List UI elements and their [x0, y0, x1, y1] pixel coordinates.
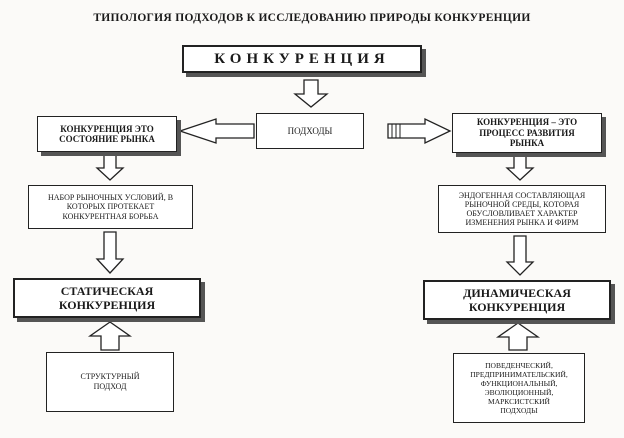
- structural-approach-box: СТРУКТУРНЫЙ ПОДХОД: [46, 352, 174, 412]
- arrow-approaches-to-right: [387, 117, 452, 145]
- endogenous-component-box: ЭНДОГЕННАЯ СОСТАВЛЯЮЩАЯ РЫНОЧНОЙ СРЕДЫ, …: [438, 185, 606, 233]
- behavioral-approaches-text: ПОВЕДЕНЧЕСКИЙ, ПРЕДПРИНИМАТЕЛЬСКИЙ, ФУНК…: [470, 361, 568, 415]
- arrow-right-head-to-desc: [505, 155, 535, 181]
- arrow-left-desc-to-static: [95, 231, 125, 274]
- market-conditions-text: НАБОР РЫНОЧНЫХ УСЛОВИЙ, В КОТОРЫХ ПРОТЕК…: [47, 193, 174, 221]
- dynamic-competition-box: ДИНАМИЧЕСКАЯ КОНКУРЕНЦИЯ: [423, 280, 611, 320]
- arrow-approaches-to-left: [177, 118, 255, 144]
- competition-box: КОНКУРЕНЦИЯ: [182, 45, 422, 73]
- competition-label: КОНКУРЕНЦИЯ: [214, 50, 390, 67]
- market-state-box: КОНКУРЕНЦИЯ ЭТО СОСТОЯНИЕ РЫНКА: [37, 116, 177, 152]
- arrow-list-to-dynamic: [495, 322, 541, 351]
- arrow-right-desc-to-dynamic: [505, 235, 535, 276]
- dynamic-competition-label: ДИНАМИЧЕСКАЯ КОНКУРЕНЦИЯ: [463, 285, 571, 314]
- market-process-label: КОНКУРЕНЦИЯ – ЭТО ПРОЦЕСС РАЗВИТИЯ РЫНКА: [476, 116, 578, 149]
- arrow-main-to-approaches: [293, 79, 329, 108]
- structural-approach-text: СТРУКТУРНЫЙ ПОДХОД: [80, 372, 140, 391]
- behavioral-approaches-box: ПОВЕДЕНЧЕСКИЙ, ПРЕДПРИНИМАТЕЛЬСКИЙ, ФУНК…: [453, 353, 585, 423]
- diagram-title: ТИПОЛОГИЯ ПОДХОДОВ К ИССЛЕДОВАНИЮ ПРИРОД…: [93, 12, 531, 24]
- static-competition-label: СТАТИЧЕСКАЯ КОНКУРЕНЦИЯ: [58, 283, 156, 312]
- approaches-box: ПОДХОДЫ: [256, 113, 364, 149]
- arrow-struct-to-static: [87, 321, 133, 351]
- market-state-label: КОНКУРЕНЦИЯ ЭТО СОСТОЯНИЕ РЫНКА: [59, 123, 155, 144]
- arrow-left-head-to-desc: [95, 154, 125, 181]
- market-process-box: КОНКУРЕНЦИЯ – ЭТО ПРОЦЕСС РАЗВИТИЯ РЫНКА: [452, 113, 602, 153]
- static-competition-box: СТАТИЧЕСКАЯ КОНКУРЕНЦИЯ: [13, 278, 201, 318]
- market-conditions-box: НАБОР РЫНОЧНЫХ УСЛОВИЙ, В КОТОРЫХ ПРОТЕК…: [28, 185, 193, 229]
- endogenous-component-text: ЭНДОГЕННАЯ СОСТАВЛЯЮЩАЯ РЫНОЧНОЙ СРЕДЫ, …: [458, 190, 586, 228]
- approaches-label: ПОДХОДЫ: [287, 126, 333, 136]
